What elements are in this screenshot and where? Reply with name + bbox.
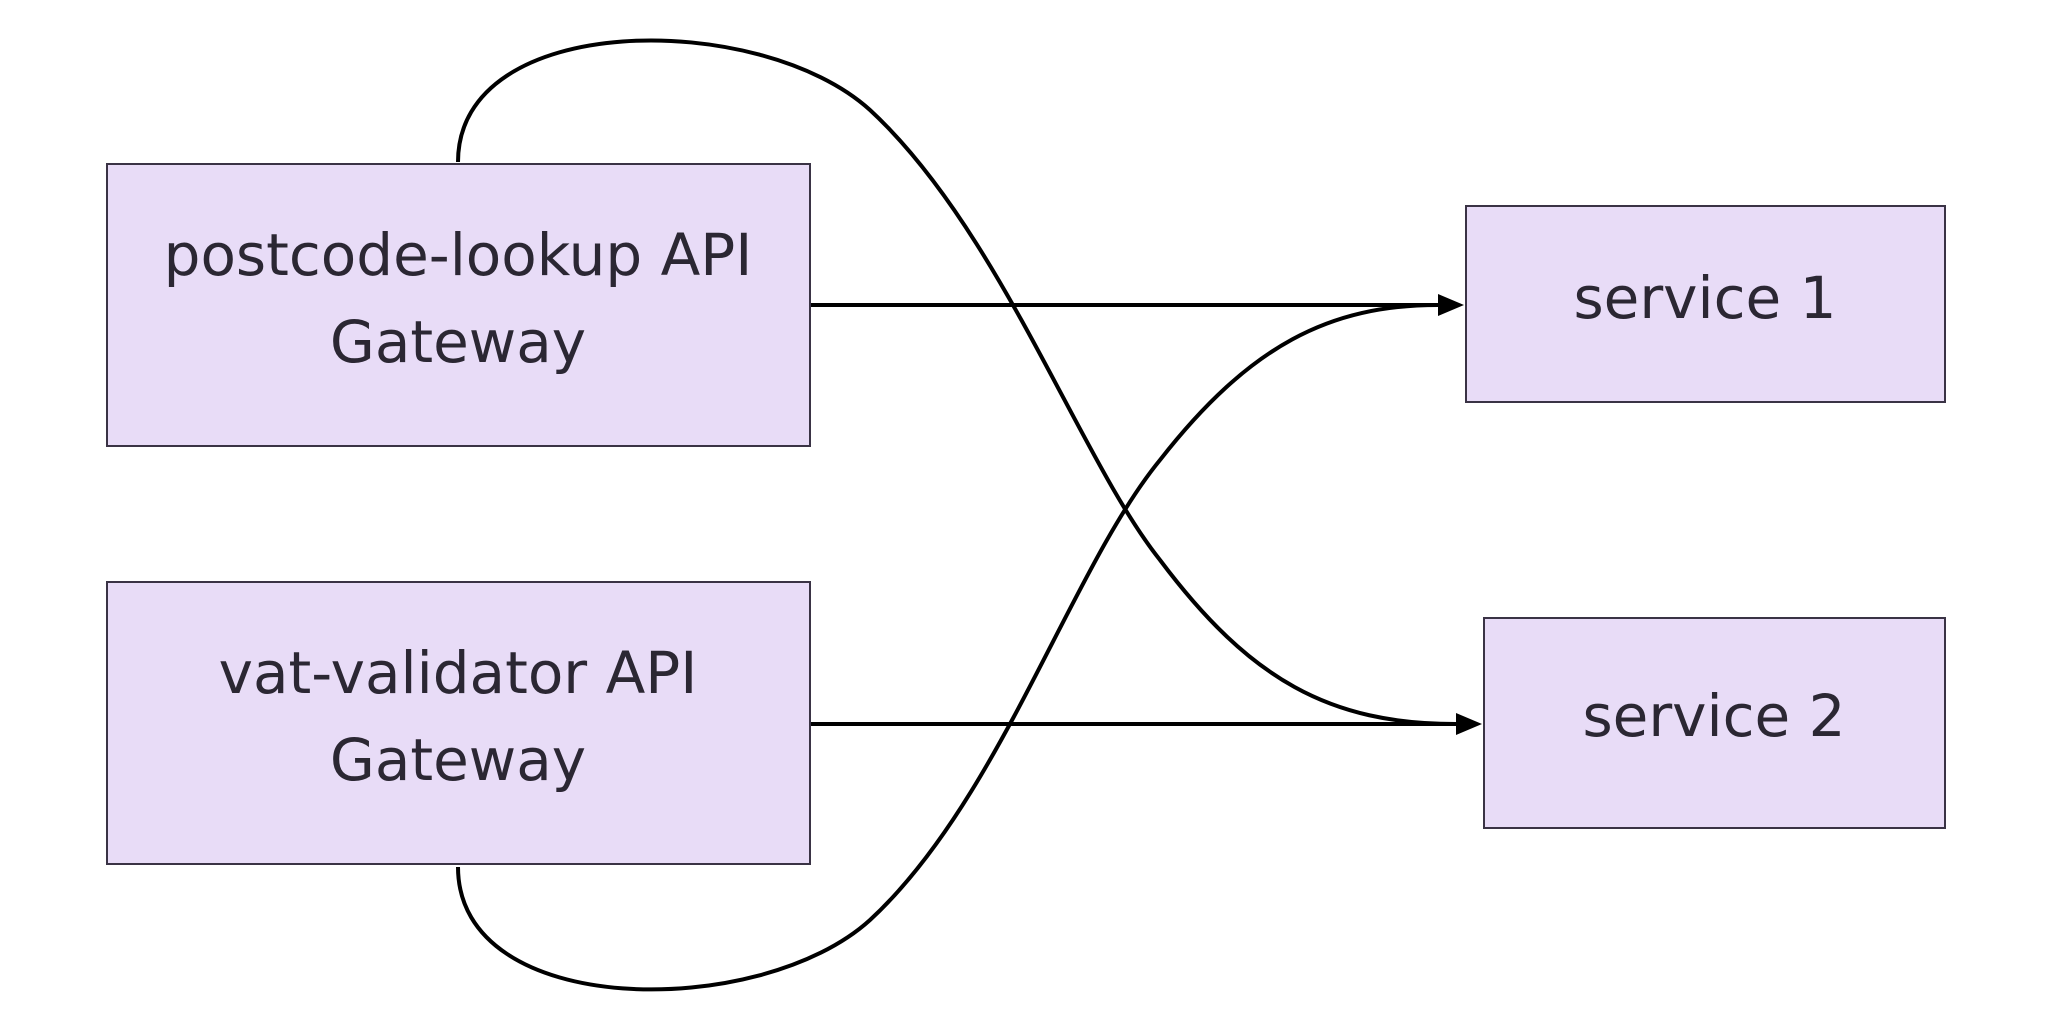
node-service-2-label: service 2 <box>1582 682 1845 750</box>
node-postcode-lookup-gateway[interactable]: postcode-lookup API Gateway <box>106 163 811 447</box>
edge-gw2-to-s1 <box>456 303 1439 992</box>
edges <box>456 38 1482 992</box>
edge-gw1-to-s2 <box>456 38 1457 726</box>
node-vat-validator-gateway-box <box>106 581 811 865</box>
node-service-1[interactable]: service 1 <box>1465 205 1946 403</box>
node-vat-validator-gateway[interactable]: vat-validator API Gateway <box>106 581 811 865</box>
node-service-2[interactable]: service 2 <box>1483 617 1946 829</box>
node-postcode-lookup-gateway-label-line1: postcode-lookup API <box>164 221 753 289</box>
node-vat-validator-gateway-label-line1: vat-validator API <box>219 639 698 707</box>
node-service-2-box <box>1483 617 1946 829</box>
edge-gw1-to-s1-arrowhead <box>1438 294 1464 316</box>
node-postcode-lookup-gateway-box <box>106 163 811 447</box>
node-vat-validator-gateway-label-line2: Gateway <box>330 726 586 794</box>
edge-gw1-to-s2-arrowhead <box>1456 713 1482 735</box>
node-service-1-box <box>1465 205 1946 403</box>
node-service-1-label: service 1 <box>1573 264 1836 332</box>
node-postcode-lookup-gateway-label-line2: Gateway <box>330 308 586 376</box>
